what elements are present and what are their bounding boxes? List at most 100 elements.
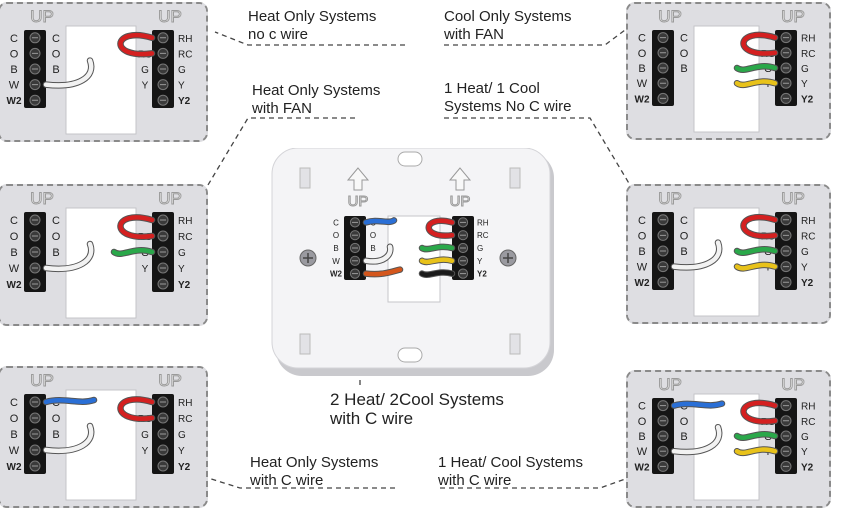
wire-orange bbox=[363, 267, 403, 277]
terminal-label-left: W bbox=[637, 446, 648, 458]
up-label-right: UP bbox=[781, 7, 805, 26]
up-label-left: UP bbox=[658, 7, 682, 26]
terminal-label-left: C bbox=[638, 401, 646, 413]
up-arrow-icon bbox=[346, 167, 370, 191]
caption-heat-only-c: Heat Only Systems with C wire bbox=[250, 454, 378, 490]
up-label-right: UP bbox=[450, 193, 471, 210]
terminal-label-right: G bbox=[801, 247, 809, 258]
wire-red bbox=[741, 400, 778, 424]
terminal-label-right: G bbox=[801, 432, 809, 443]
terminal-label-right: Y2 bbox=[801, 462, 814, 473]
terminal-label-left: C bbox=[10, 397, 18, 409]
terminal-label-left: W2 bbox=[635, 94, 650, 105]
wire-red bbox=[118, 397, 155, 421]
terminal-label-left: B bbox=[333, 244, 338, 253]
wire-green bbox=[734, 432, 778, 440]
wire-yellow bbox=[734, 79, 778, 88]
terminal-label-left: W bbox=[9, 263, 20, 275]
terminal-label-left: O bbox=[638, 416, 647, 428]
terminal-label-inner-left: C bbox=[680, 33, 688, 45]
terminal-label-right: Y2 bbox=[178, 462, 191, 473]
terminal-label-right: Y bbox=[477, 257, 483, 266]
wire-green bbox=[111, 248, 155, 256]
terminal-label-left: W2 bbox=[7, 462, 22, 473]
terminal-label-left: W2 bbox=[7, 96, 22, 107]
terminal-label-left: B bbox=[638, 63, 645, 75]
wire-red bbox=[118, 33, 155, 57]
wire-white bbox=[671, 240, 722, 270]
terminal-label-left: W bbox=[9, 445, 20, 457]
wire-green bbox=[734, 247, 778, 255]
terminal-label-inner-left: C bbox=[52, 33, 60, 45]
terminal-label-left: B bbox=[10, 429, 17, 441]
terminal-label-left: W2 bbox=[330, 270, 343, 279]
wire-red bbox=[426, 218, 455, 238]
terminal-label-inner-left: B bbox=[370, 244, 375, 253]
terminal-label-left: W bbox=[637, 262, 648, 274]
terminal-label-left: B bbox=[10, 247, 17, 259]
terminal-label-inner-left: B bbox=[680, 431, 687, 443]
terminal-label-inner-left: B bbox=[680, 63, 687, 75]
wire-white bbox=[43, 423, 94, 454]
terminal-label-right: RC bbox=[801, 231, 815, 242]
terminal-label-left: O bbox=[10, 48, 19, 60]
terminal-label-right: RC bbox=[477, 231, 489, 240]
terminal-label-inner-left: B bbox=[52, 429, 59, 441]
terminal-label-left: C bbox=[638, 33, 646, 45]
terminal-label-right: RC bbox=[801, 49, 815, 60]
wire-red bbox=[118, 215, 155, 239]
terminal-label-right: Y2 bbox=[477, 270, 487, 279]
terminal-label-inner-right: Y bbox=[142, 81, 149, 92]
terminal-label-right: RH bbox=[801, 34, 815, 45]
terminal-label-left: W2 bbox=[7, 280, 22, 291]
caption-line: 1 Heat/ Cool Systems bbox=[438, 454, 584, 471]
terminal-label-right: Y bbox=[178, 81, 185, 92]
caption-line: no c wire bbox=[248, 26, 309, 43]
terminal-label-left: O bbox=[10, 231, 19, 243]
terminal-label-right: Y bbox=[801, 447, 808, 458]
terminal-label-right: RH bbox=[178, 34, 192, 45]
terminal-label-right: G bbox=[178, 65, 186, 76]
wire-black bbox=[419, 270, 455, 277]
terminal-label-inner-left: O bbox=[52, 231, 61, 243]
wire-blue bbox=[363, 218, 397, 225]
terminal-label-right: Y bbox=[801, 79, 808, 90]
terminal-label-left: O bbox=[333, 231, 339, 240]
terminal-label-inner-left: B bbox=[52, 64, 59, 76]
wire-white bbox=[43, 241, 94, 272]
terminal-label-inner-left: C bbox=[52, 215, 60, 227]
terminal-label-inner-right: G bbox=[141, 65, 149, 76]
terminal-label-inner-right: G bbox=[141, 430, 149, 441]
wire-yellow bbox=[734, 447, 778, 456]
up-label-right: UP bbox=[781, 375, 805, 394]
up-label-left: UP bbox=[658, 189, 682, 208]
wire-white bbox=[671, 424, 722, 455]
terminal-label-inner-right: Y bbox=[142, 446, 149, 457]
up-arrow-icon bbox=[448, 167, 472, 191]
up-label-right: UP bbox=[158, 371, 182, 390]
terminal-label-right: RH bbox=[477, 218, 489, 227]
terminal-label-right: RH bbox=[178, 216, 192, 227]
terminal-label-left: O bbox=[10, 413, 19, 425]
terminal-label-inner-left: O bbox=[52, 48, 61, 60]
terminal-label-inner-left: O bbox=[52, 413, 61, 425]
terminal-label-right: RC bbox=[178, 414, 192, 425]
caption-line: with C wire bbox=[330, 409, 414, 428]
corner-clip bbox=[509, 333, 521, 355]
terminal-label-inner-left: O bbox=[680, 48, 689, 60]
terminal-label-left: W bbox=[9, 80, 20, 92]
terminal-label-inner-right: Y bbox=[142, 264, 149, 275]
caption-line: 1 Heat/ 1 Cool bbox=[444, 80, 540, 97]
terminal-label-left: O bbox=[638, 230, 647, 242]
terminal-label-right: Y2 bbox=[178, 96, 191, 107]
wire-white bbox=[363, 244, 393, 264]
up-label-left: UP bbox=[658, 375, 682, 394]
